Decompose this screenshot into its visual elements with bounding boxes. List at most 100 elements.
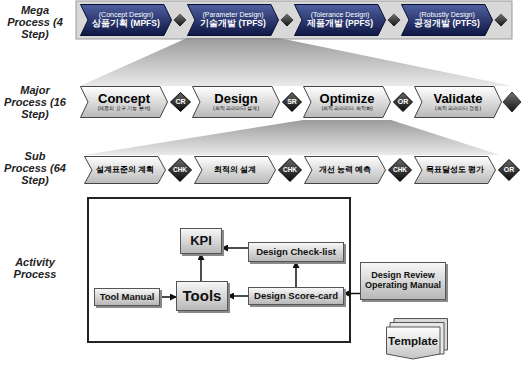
text-wrap: 목표달성도 평가 <box>414 156 496 184</box>
shape-outline <box>402 5 493 36</box>
shape-outline <box>193 87 280 118</box>
node-text: 개선 능력 예측 <box>319 166 371 175</box>
shape-outline <box>81 5 172 36</box>
zoom-fan <box>84 120 500 155</box>
flow-arrow <box>222 247 248 249</box>
node-text: Tools <box>183 288 222 305</box>
node-text: KPI <box>190 234 212 248</box>
node-text: (Tolerance Design) <box>311 11 370 19</box>
major-process-chevron: Validate(최적 파라미터 검증) <box>414 86 502 118</box>
flow-arrow <box>228 295 248 297</box>
text-wrap: CHK <box>278 158 302 182</box>
node-text: 공정개발 (PTFS) <box>414 19 480 28</box>
node-text: CHK <box>393 166 407 173</box>
text-wrap: (Concept Design)상품기획 (MPFS) <box>80 4 172 36</box>
shape-outline <box>171 93 191 112</box>
gate-diamond <box>387 13 401 27</box>
node-text: Design Review Operating Manual <box>365 271 441 291</box>
level-label: Mega Process (4 Step) <box>4 4 66 40</box>
text-wrap: Concept(제품의 요구 기능 분석) <box>80 86 168 118</box>
gate-diamond: CR <box>170 92 191 112</box>
level-label: Sub Process (64 Step) <box>4 150 66 186</box>
node-text: Design <box>214 92 257 106</box>
text-wrap: (Tolerance Design)제품개발 (PPFS) <box>294 4 386 36</box>
shape-outline <box>389 159 412 182</box>
sub-process-chevron: 개선 능력 예측 <box>304 156 386 184</box>
node-text: (제품의 요구 기능 분석) <box>98 106 151 112</box>
text-wrap: KPI <box>181 229 221 253</box>
text-wrap: SR <box>282 92 302 112</box>
gate-diamond <box>173 13 187 27</box>
flow-arrow <box>160 296 176 298</box>
node-text: OR <box>504 166 515 174</box>
text-wrap: Template <box>386 327 440 355</box>
node-text: SR <box>287 98 297 106</box>
level-label: Major Process (16 Step) <box>4 84 66 120</box>
mega-process-chevron: (Parameter Design)기술개발 (TPFS) <box>187 4 279 36</box>
shape-outline <box>304 87 391 118</box>
gate-diamond: OR <box>498 159 520 181</box>
text-wrap: 설계표준의 계획 <box>84 156 166 184</box>
mega-process-chevron: (Robustly Design)공정개발 (PTFS) <box>401 4 493 36</box>
text-wrap: CR <box>170 92 191 112</box>
text-wrap: Design Check-list <box>249 243 343 261</box>
shape-outline <box>415 87 502 118</box>
shape-outline <box>387 327 441 359</box>
node-text: (Concept Design) <box>99 11 153 19</box>
mega-band <box>76 1 512 39</box>
shape-outline <box>279 159 302 182</box>
shape-outline <box>295 5 386 36</box>
text-wrap: (Robustly Design)공정개발 (PTFS) <box>401 4 493 36</box>
node-text: Validate <box>433 92 482 106</box>
major-process-chevron: Optimize(최적 파라미터 최적화) <box>303 86 391 118</box>
level-label: Activity Process <box>4 256 66 280</box>
flow-arrow <box>200 254 202 281</box>
node-text: (Robustly Design) <box>419 11 475 19</box>
text-wrap: Design(최적 파라미터 설계) <box>192 86 280 118</box>
node-text: (최적 파라미터 검증) <box>435 106 481 112</box>
text-wrap: 개선 능력 예측 <box>304 156 386 184</box>
text-wrap: Tools <box>177 282 227 310</box>
text-wrap: Validate(최적 파라미터 검증) <box>414 86 502 118</box>
node-text: Concept <box>98 92 150 106</box>
node-text: Design Score-card <box>254 291 338 301</box>
shape-outline <box>169 159 192 182</box>
shape-outline <box>81 87 168 118</box>
gate-diamond: SR <box>282 92 302 112</box>
node-text: CR <box>175 98 185 106</box>
text-wrap: CHK <box>388 158 412 182</box>
node-text: Design Check-list <box>256 247 336 257</box>
node-text: 제품개발 (PPFS) <box>307 19 373 28</box>
shape-outline <box>305 157 386 184</box>
node-text: 설계표준의 계획 <box>96 166 154 175</box>
shape-outline <box>394 93 413 112</box>
node-text: 최적의 설계 <box>214 166 256 175</box>
node-text: Template <box>388 335 438 348</box>
activity-frame <box>88 198 350 342</box>
text-wrap: Design Score-card <box>249 288 343 304</box>
flow-arrow <box>344 293 360 295</box>
text-wrap: Optimize(최적 파라미터 최적화) <box>303 86 391 118</box>
node-text: (최적 파라미터 최적화) <box>321 106 372 112</box>
text-wrap: OR <box>498 159 520 181</box>
node-text: (Parameter Design) <box>202 11 263 19</box>
node-text: CHK <box>173 166 187 173</box>
node-text: CHK <box>283 166 297 173</box>
zoom-fan <box>80 38 512 86</box>
text-wrap: Design Review Operating Manual <box>361 263 445 299</box>
major-process-chevron: Concept(제품의 요구 기능 분석) <box>80 86 168 118</box>
tools-box: Tools <box>176 281 228 311</box>
mega-process-chevron: (Concept Design)상품기획 (MPFS) <box>80 4 172 36</box>
text-wrap: CHK <box>168 158 192 182</box>
check-diamond: CHK <box>168 158 192 182</box>
shape-outline <box>499 160 520 181</box>
gate-diamond <box>280 13 294 27</box>
node-text: 기술개발 (TPFS) <box>200 19 266 28</box>
mega-process-chevron: (Tolerance Design)제품개발 (PPFS) <box>294 4 386 36</box>
shape-outline <box>85 157 166 184</box>
flow-arrow <box>295 262 297 287</box>
major-process-chevron: Design(최적 파라미터 설계) <box>192 86 280 118</box>
node-text: 목표달성도 평가 <box>426 166 484 175</box>
activity-box: Design Score-card <box>248 287 344 305</box>
